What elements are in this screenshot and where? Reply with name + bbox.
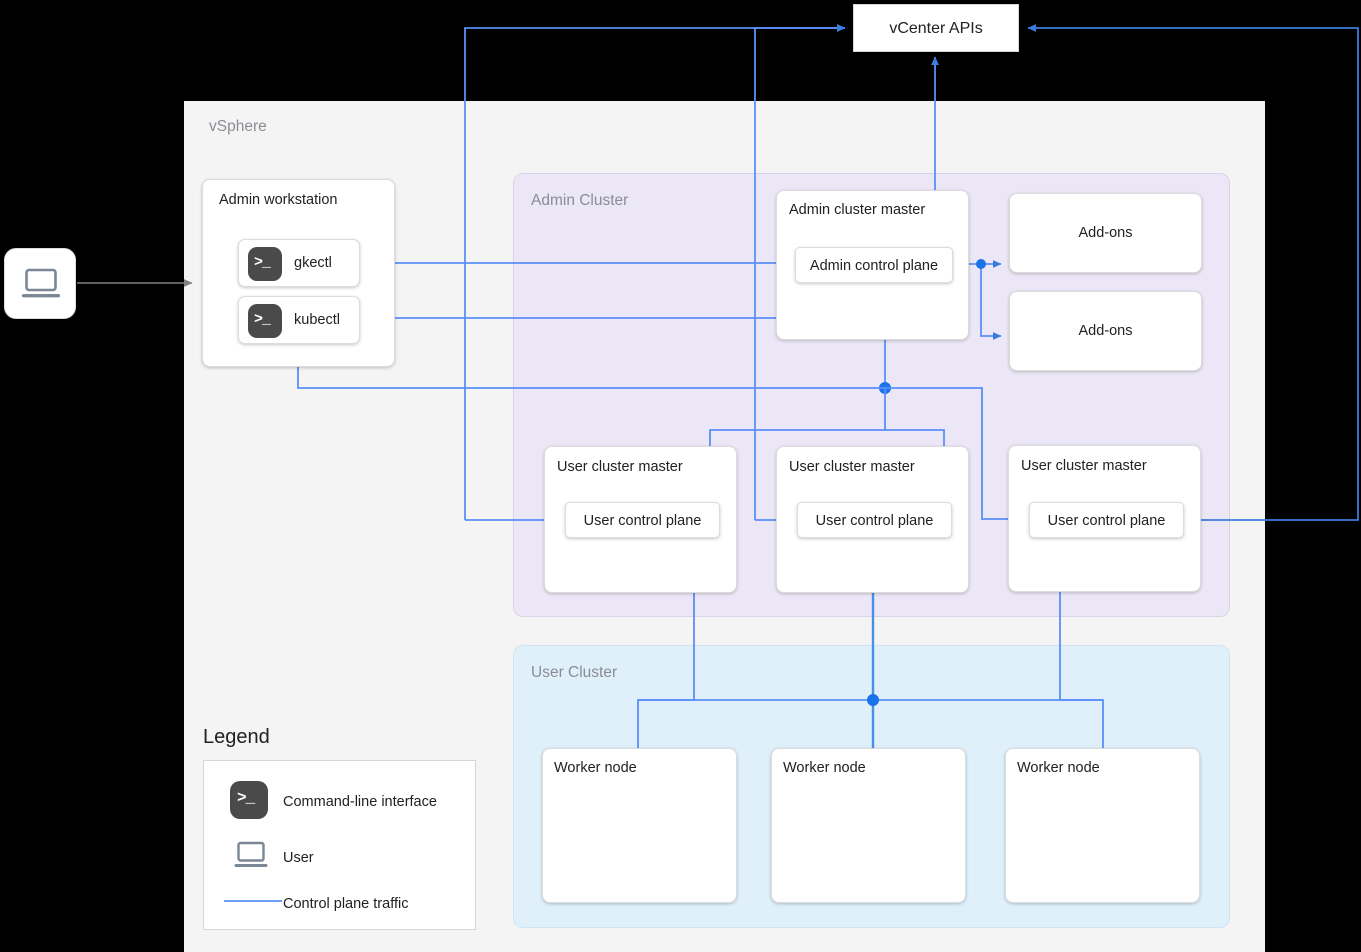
admin-control-plane-label: Admin control plane bbox=[809, 258, 939, 274]
user-control-plane-box-1[interactable]: User control plane bbox=[565, 502, 720, 538]
vcenter-apis-label: vCenter APIs bbox=[889, 20, 983, 37]
line-icon bbox=[224, 900, 282, 902]
legend-label-user: User bbox=[283, 850, 314, 866]
worker-node-box-1[interactable]: Worker node bbox=[542, 748, 737, 903]
region-admin-cluster-label: Admin Cluster bbox=[531, 192, 629, 209]
legend-label-traffic: Control plane traffic bbox=[283, 896, 409, 912]
terminal-icon: >_ bbox=[248, 304, 282, 338]
laptop-icon bbox=[22, 268, 60, 298]
admin-control-plane-box[interactable]: Admin control plane bbox=[795, 247, 953, 283]
terminal-icon-glyph: >_ bbox=[254, 254, 271, 271]
vcenter-apis-box[interactable]: vCenter APIs bbox=[853, 4, 1019, 52]
worker-node-box-2[interactable]: Worker node bbox=[771, 748, 966, 903]
user-cluster-master-label: User cluster master bbox=[557, 459, 683, 475]
cli-label-kubectl: kubectl bbox=[294, 312, 340, 328]
worker-node-label: Worker node bbox=[554, 760, 637, 776]
admin-cluster-master-label: Admin cluster master bbox=[789, 202, 926, 218]
legend-title: Legend bbox=[203, 726, 270, 748]
terminal-icon: >_ bbox=[230, 781, 268, 819]
addons-box-1[interactable]: Add-ons bbox=[1009, 193, 1202, 273]
laptop-icon bbox=[234, 841, 268, 867]
region-user-cluster-label: User Cluster bbox=[531, 664, 618, 681]
worker-node-label: Worker node bbox=[1017, 760, 1100, 776]
user-control-plane-label: User control plane bbox=[1047, 513, 1166, 529]
user-cluster-master-label: User cluster master bbox=[1021, 458, 1147, 474]
user-control-plane-label: User control plane bbox=[583, 513, 702, 529]
worker-node-box-3[interactable]: Worker node bbox=[1005, 748, 1200, 903]
user-actor-box[interactable] bbox=[4, 248, 76, 319]
admin-workstation-label: Admin workstation bbox=[219, 192, 338, 208]
addons-label: Add-ons bbox=[1078, 323, 1133, 339]
region-vsphere-label: vSphere bbox=[209, 118, 267, 135]
cli-label-gkectl: gkectl bbox=[294, 255, 332, 271]
legend-box: >_ Command-line interface User Control p… bbox=[203, 760, 476, 930]
cli-card-gkectl[interactable]: >_ gkectl bbox=[238, 239, 360, 287]
addons-box-2[interactable]: Add-ons bbox=[1009, 291, 1202, 371]
terminal-icon-glyph: >_ bbox=[254, 311, 271, 328]
addons-label: Add-ons bbox=[1078, 225, 1133, 241]
user-cluster-master-label: User cluster master bbox=[789, 459, 915, 475]
legend-label-cli: Command-line interface bbox=[283, 794, 437, 810]
user-control-plane-box-2[interactable]: User control plane bbox=[797, 502, 952, 538]
user-control-plane-label: User control plane bbox=[815, 513, 934, 529]
terminal-icon: >_ bbox=[248, 247, 282, 281]
worker-node-label: Worker node bbox=[783, 760, 866, 776]
terminal-icon-glyph: >_ bbox=[237, 789, 255, 807]
user-control-plane-box-3[interactable]: User control plane bbox=[1029, 502, 1184, 538]
cli-card-kubectl[interactable]: >_ kubectl bbox=[238, 296, 360, 344]
